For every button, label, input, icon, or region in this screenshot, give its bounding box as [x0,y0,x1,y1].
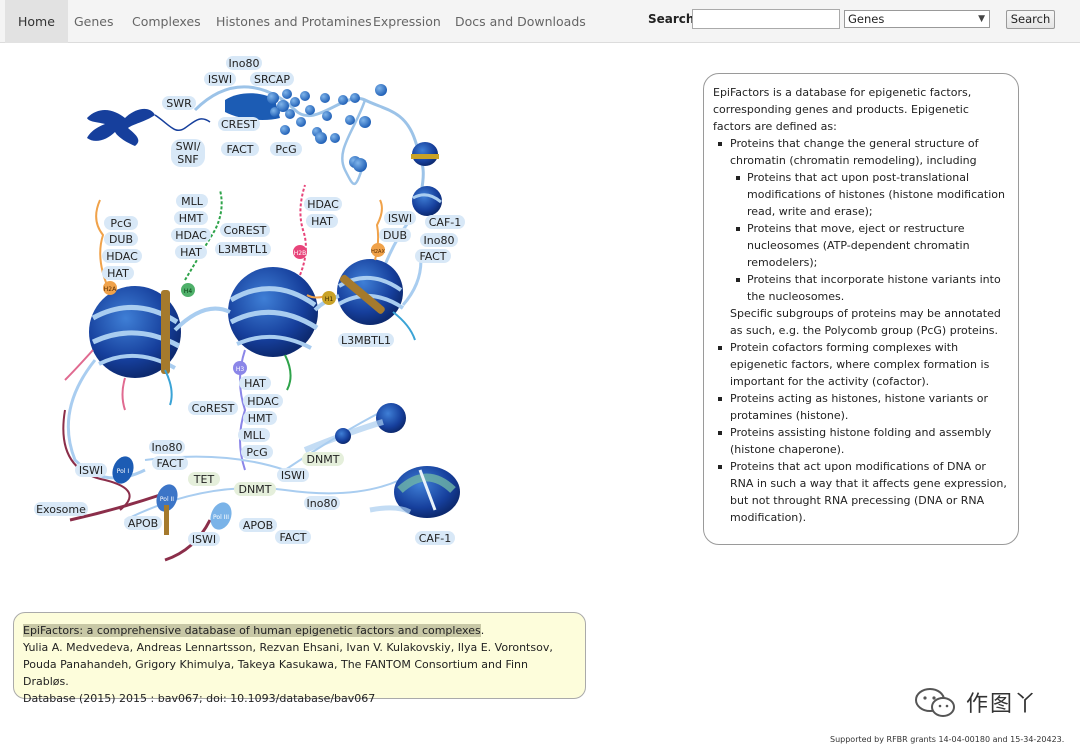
label-hdac-l: HDAC [175,229,207,242]
label-ino80-br: Ino80 [307,497,338,510]
label-iswi-mid: ISWI [281,469,305,482]
search-category-select[interactable]: Genes ▼ [844,10,990,28]
nucleosome-right [337,259,405,325]
histone-h3-label: H3 [236,366,245,373]
nav-histones-protamines[interactable]: Histones and Protamines [216,14,372,29]
label-ino80-top: Ino80 [229,57,260,70]
histone-h1-label: H1 [325,296,334,303]
definition-subitem: Proteins that incorporate histone varian… [730,271,1010,305]
label-iswi-r: ISWI [388,212,412,225]
citation-title-end: . [480,624,485,637]
label-hat-mid: HAT [244,377,266,390]
nucleosome-left [89,286,181,378]
label-dnmt-r: DNMT [307,453,340,466]
label-hmt-l: HMT [179,212,204,225]
citation-box: EpiFactors: a comprehensive database of … [13,612,586,705]
label-l3mbtl1-r: L3MBTL1 [341,334,391,347]
complex-labels: Ino80 ISWI SRCAP SWR CREST SWI/ SNF FACT… [34,56,465,546]
label-apob-l: APOB [128,517,158,530]
label-hdac-mid: HDAC [247,395,279,408]
citation-authors: Yulia A. Medvedeva, Andreas Lennartsson,… [23,641,553,688]
label-pcg-mid: PcG [246,446,267,459]
definition-list: Proteins that change the general structu… [713,135,1010,526]
label-exosome: Exosome [36,503,86,516]
label-hat-l: HAT [180,246,202,259]
label-corest-mid: CoREST [192,402,235,415]
nav-genes[interactable]: Genes [74,14,114,29]
label-pcg-top: PcG [275,143,296,156]
label-dub-r: DUB [383,229,407,242]
histone-h2a-label: H2A [104,286,117,293]
label-ino80-bl: Ino80 [152,441,183,454]
label-apob-r: APOB [243,519,273,532]
definition-item: Proteins assisting histone folding and a… [713,424,1010,458]
search-button[interactable]: Search [1006,10,1055,29]
label-swi: SWI/ [176,140,201,153]
wechat-logo-icon [915,688,955,717]
label-pcg-left: PcG [110,217,131,230]
nav-expression[interactable]: Expression [373,14,441,29]
nucleosome-center [228,267,319,357]
label-l3mbtl1-top: L3MBTL1 [218,243,268,256]
label-caf1-top: CAF-1 [429,216,462,229]
label-corest-top: CoREST [224,224,267,237]
search-label: Search: [648,12,700,26]
label-snf: SNF [177,153,199,166]
label-iswi-bl: ISWI [79,464,103,477]
label-hmt-mid: HMT [248,412,273,425]
watermark-text: 作图丫 [966,692,1039,717]
label-hdac-left: HDAC [106,250,138,263]
nav-docs-downloads[interactable]: Docs and Downloads [455,14,586,29]
label-dub-left: DUB [109,233,133,246]
label-iswi-top: ISWI [208,73,232,86]
label-hat-left: HAT [107,267,129,280]
label-fact-top: FACT [226,143,253,156]
citation-title-line: EpiFactors: a comprehensive database of … [23,622,577,639]
definition-item: Proteins that change the general structu… [713,135,1010,339]
citation-journal: Database (2015) 2015 : bav067; doi: 10.1… [23,692,376,705]
histone-h2ax-label: H2AX [371,249,385,255]
label-hdac-r: HDAC [307,198,339,211]
label-fact-bl: FACT [156,457,183,470]
citation-title[interactable]: EpiFactors: a comprehensive database of … [23,624,481,637]
definition-item: Proteins that act upon modifications of … [713,458,1010,526]
histone-h4-label: H4 [184,288,193,295]
definition-item-note: Specific subgroups of proteins may be an… [730,307,1001,337]
definition-item-text: Proteins that change the general structu… [730,137,979,167]
label-srcap: SRCAP [254,73,290,86]
search-category-value: Genes [848,12,885,26]
top-navbar: Home Genes Complexes Histones and Protam… [0,0,1080,43]
pol-ii-label: Pol II [160,496,174,503]
label-mll-l: MLL [181,195,204,208]
label-dnmt-mid: DNMT [239,483,272,496]
definition-subitem: Proteins that act upon post-translationa… [730,169,1010,220]
nav-home[interactable]: Home [5,0,68,43]
pol-i-label: Pol I [117,468,130,475]
definition-item: Protein cofactors forming complexes with… [713,339,1010,390]
chevron-down-icon: ▼ [978,14,985,24]
label-fact-br: FACT [279,531,306,544]
histone-h2b-label: H2B [294,250,306,257]
label-ino80-r: Ino80 [424,234,455,247]
definition-subitem: Proteins that move, eject or restructure… [730,220,1010,271]
label-caf1-bottom: CAF-1 [419,532,452,545]
label-mll-mid: MLL [243,429,266,442]
definition-item: Proteins acting as histones, histone var… [713,390,1010,424]
search-input[interactable] [692,9,840,29]
chromosome-icon [87,108,155,146]
label-tet: TET [193,473,215,486]
label-hat-r: HAT [311,215,333,228]
label-fact-r: FACT [419,250,446,263]
label-crest: CREST [221,118,257,131]
definition-box: EpiFactors is a database for epigenetic … [703,73,1019,545]
epigenetic-factors-illustration: H2A H4 H2B H1 H3 H2AX Pol I Pol II Pol I… [25,50,495,580]
label-swr: SWR [166,97,192,110]
support-note: Supported by RFBR grants 14-04-00180 and… [830,735,1065,744]
nav-complexes[interactable]: Complexes [132,14,201,29]
definition-intro: EpiFactors is a database for epigenetic … [713,86,972,133]
chromatin-diagram: H2A H4 H2B H1 H3 H2AX Pol I Pol II Pol I… [34,56,465,562]
pol-iii-label: Pol III [213,514,229,521]
label-iswi-bottom: ISWI [192,533,216,546]
definition-sublist: Proteins that act upon post-translationa… [730,169,1010,305]
